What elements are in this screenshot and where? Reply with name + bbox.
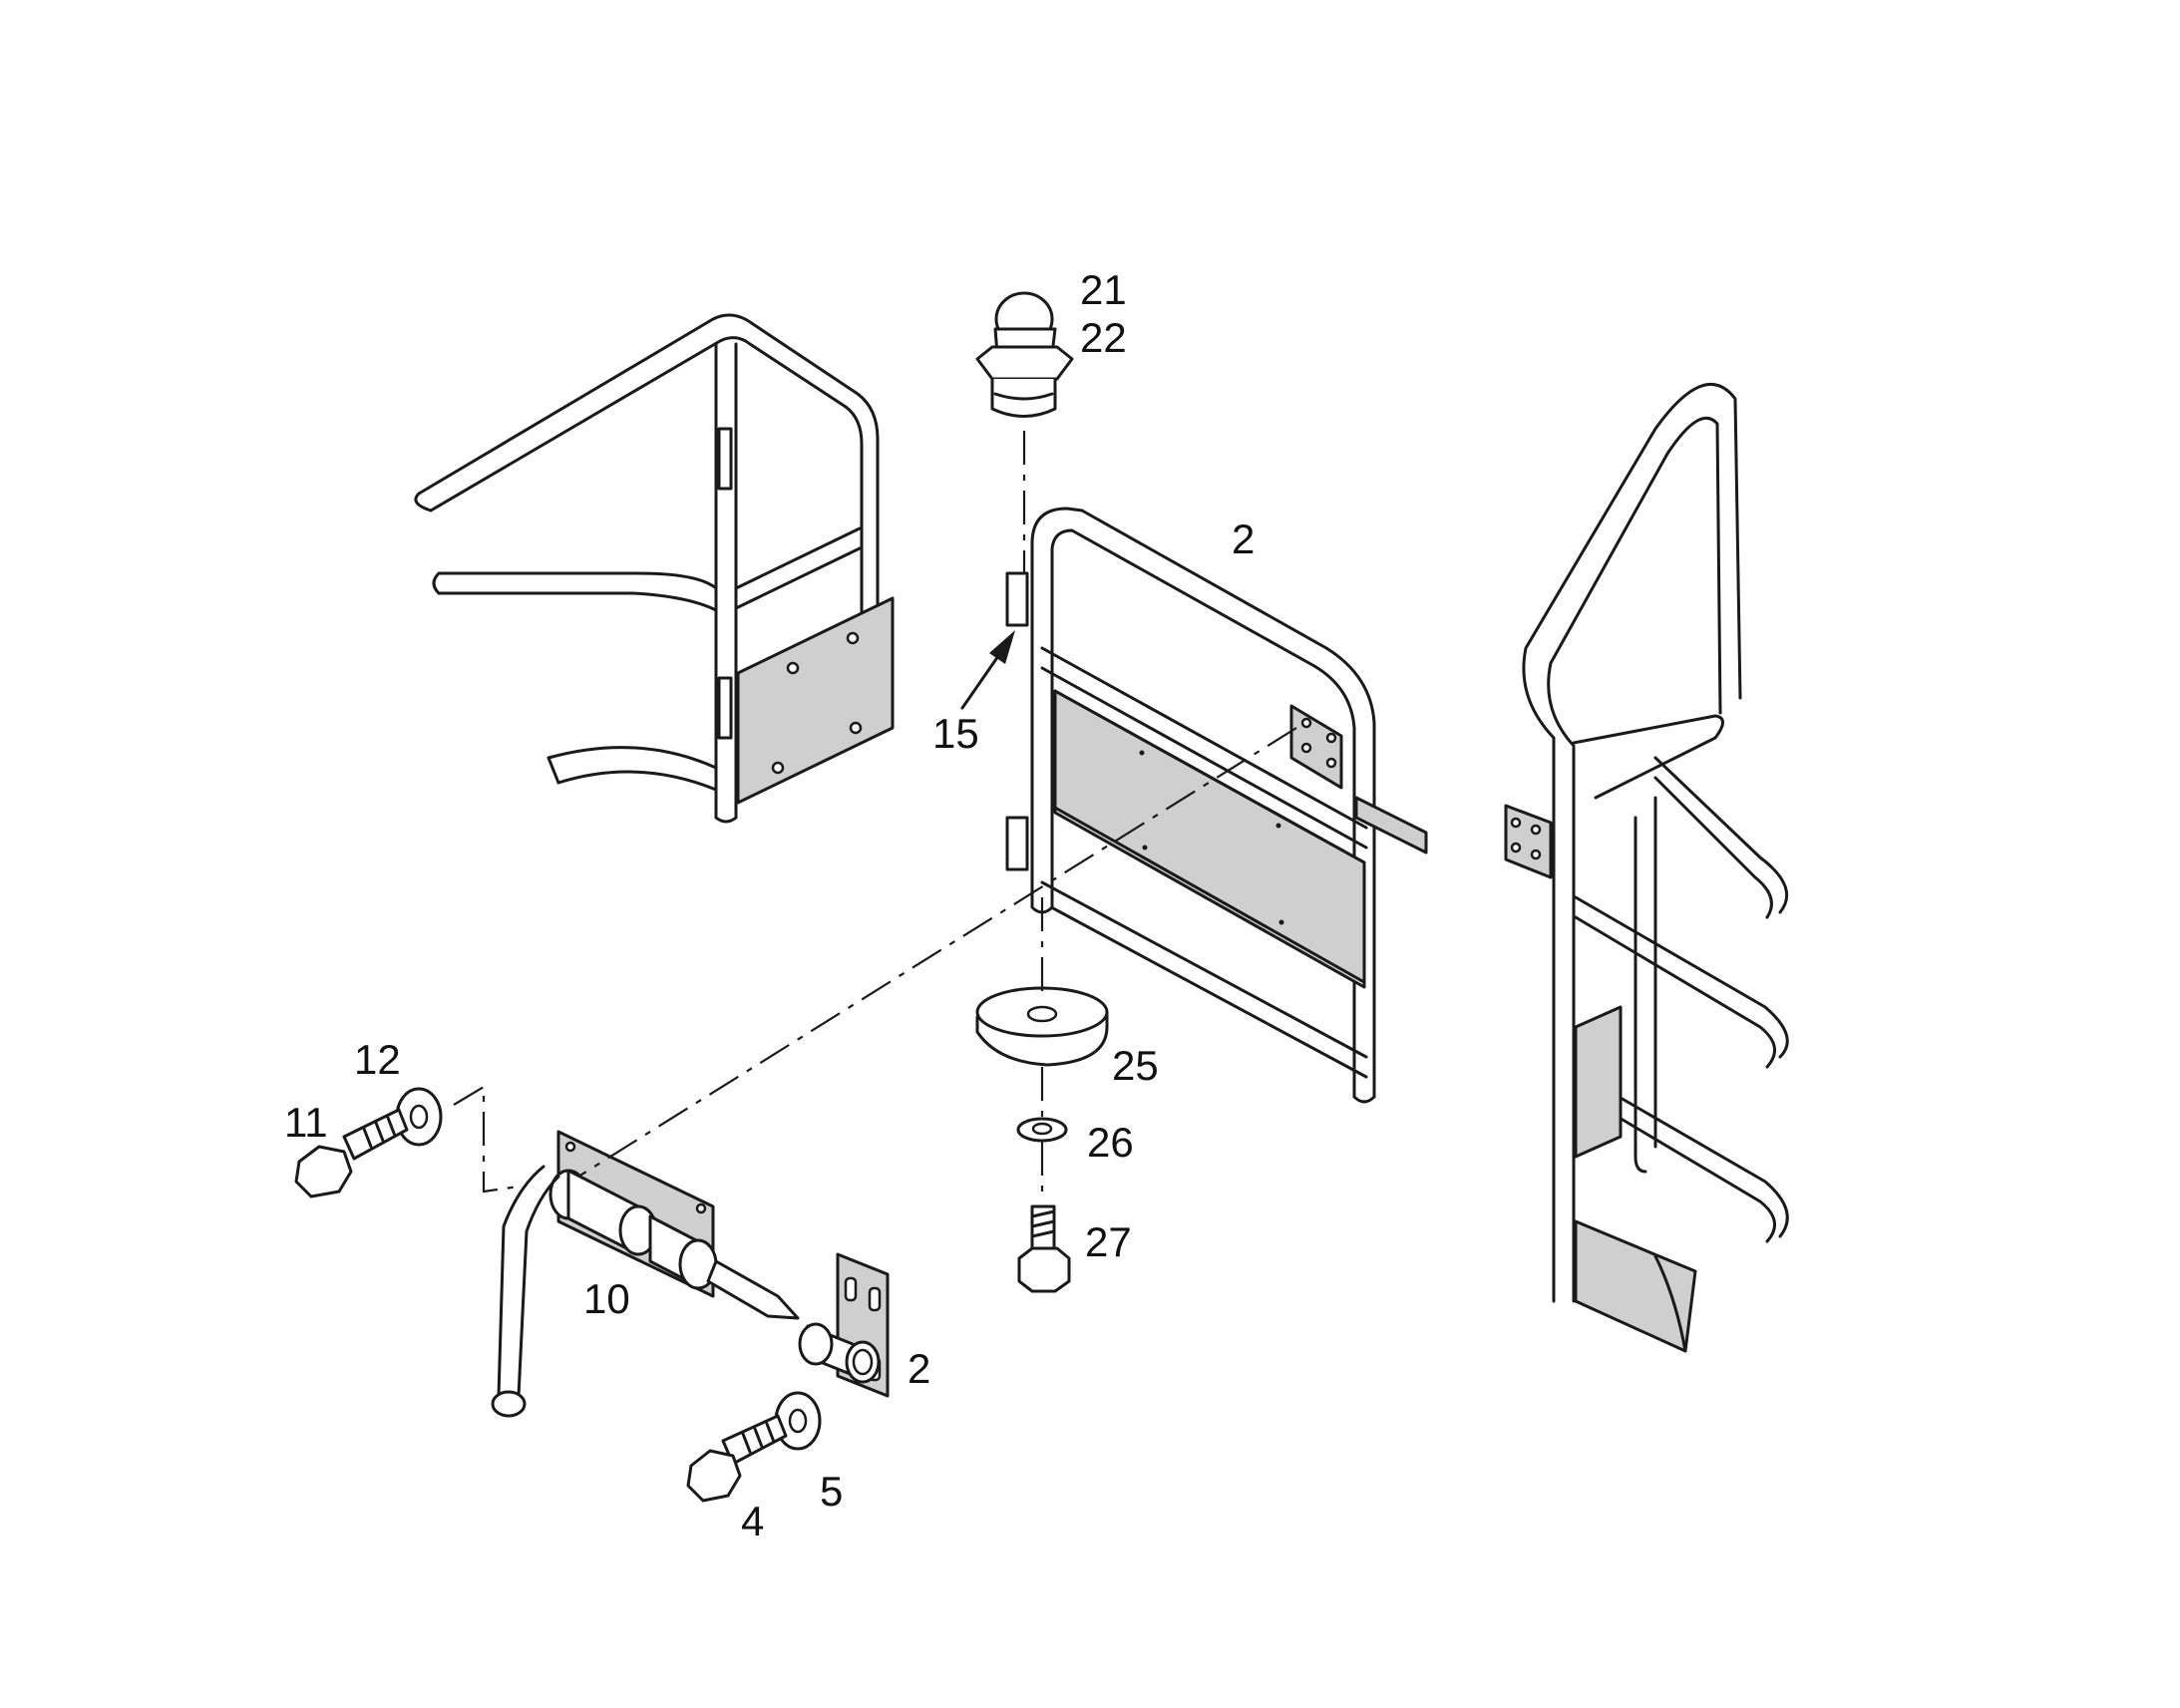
callout-5: 5 bbox=[820, 1468, 844, 1515]
callout-4: 4 bbox=[741, 1498, 765, 1544]
callout-2-keeper: 2 bbox=[908, 1345, 931, 1392]
keeper-bracket-part-2 bbox=[798, 1252, 890, 1398]
left-railing-assembly bbox=[414, 313, 895, 824]
right-ladder bbox=[1504, 382, 1789, 1353]
callout-15: 15 bbox=[932, 710, 979, 757]
latch-assembly-part-10 bbox=[491, 1130, 800, 1418]
callout-25: 25 bbox=[1112, 1042, 1159, 1089]
callout-12: 12 bbox=[354, 1036, 401, 1083]
bolt-part-27 bbox=[1017, 1204, 1071, 1293]
bolt-part-4 bbox=[686, 1414, 788, 1503]
spacer-part-25 bbox=[975, 986, 1109, 1067]
gate-part-2 bbox=[1005, 507, 1428, 1104]
callout-2-gate: 2 bbox=[1232, 515, 1256, 562]
callout-11: 11 bbox=[284, 1099, 328, 1146]
leader-arrow-15 bbox=[960, 630, 1015, 710]
washer-part-26 bbox=[1016, 1117, 1068, 1143]
callout-27: 27 bbox=[1085, 1218, 1132, 1265]
washer-part-12 bbox=[395, 1087, 443, 1147]
assembly-lines bbox=[453, 431, 1297, 1201]
callout-10: 10 bbox=[583, 1275, 630, 1322]
bolt-part-11 bbox=[294, 1108, 409, 1198]
washer-part-5 bbox=[774, 1391, 822, 1451]
callout-21: 21 bbox=[1080, 266, 1127, 313]
cap-part-21 bbox=[975, 291, 1074, 418]
callout-26: 26 bbox=[1087, 1119, 1134, 1166]
callout-22: 22 bbox=[1080, 314, 1127, 361]
